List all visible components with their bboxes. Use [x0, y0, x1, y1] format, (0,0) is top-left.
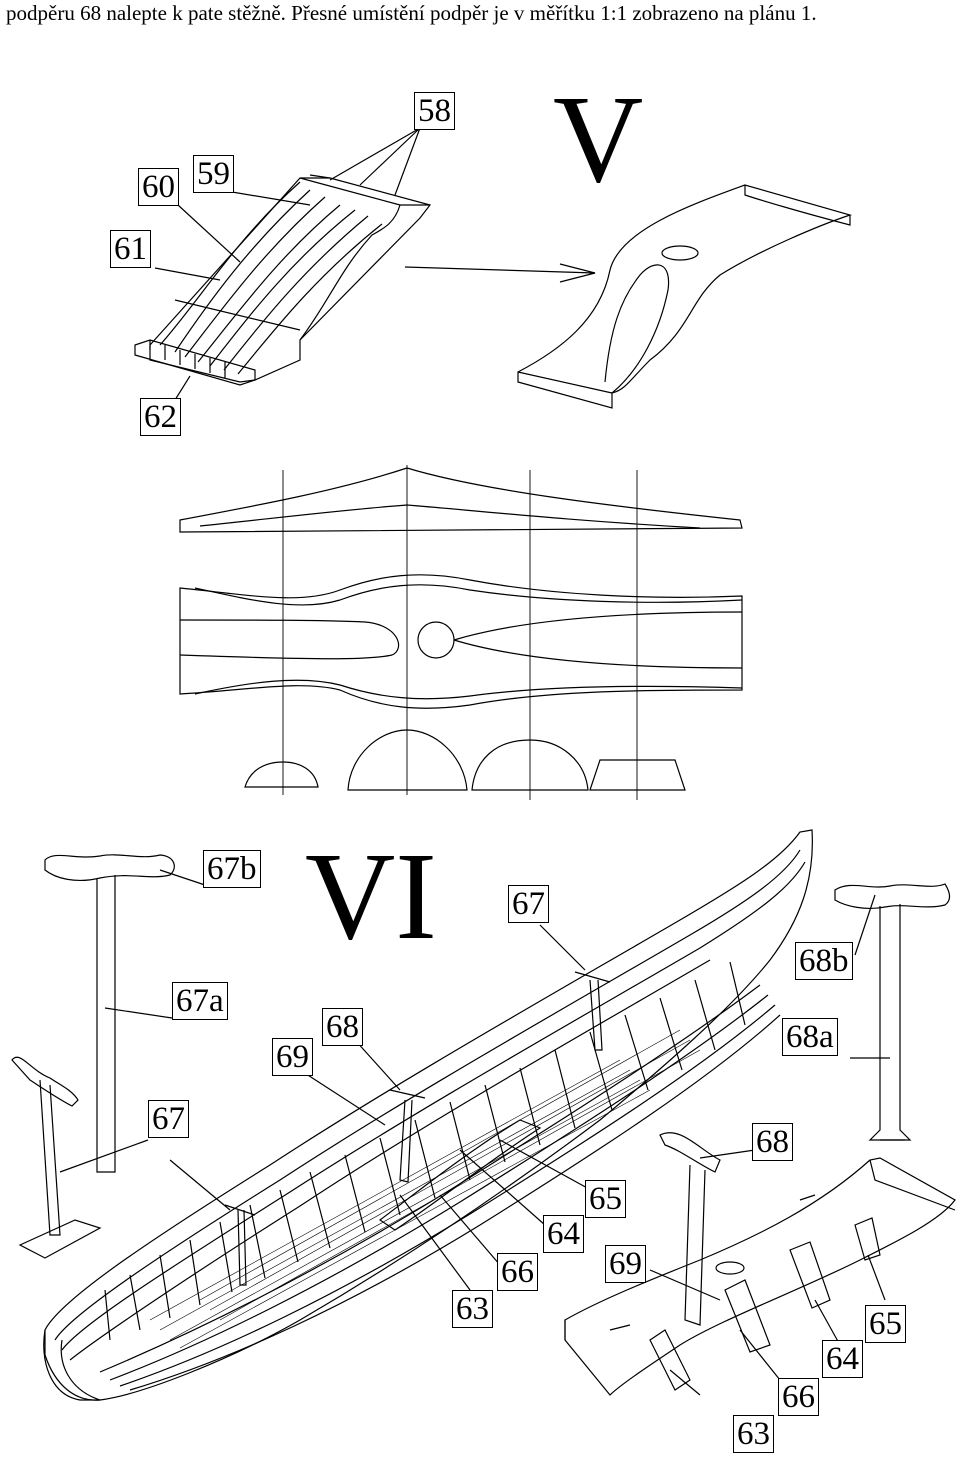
part-label-66-right: 66: [778, 1378, 819, 1416]
part-label-59: 59: [193, 155, 234, 193]
stanchion-67-drawing: [11, 854, 206, 1259]
section-vi-heading: VI: [305, 828, 437, 966]
part-label-63-mid: 63: [452, 1290, 493, 1328]
keel-detail-drawing: [564, 1132, 956, 1396]
part-label-67-left: 67: [148, 1100, 189, 1138]
intro-text: podpěru 68 nalepte k pate stěžně. Přesné…: [6, 1, 817, 25]
part-label-67-top: 67: [508, 885, 549, 923]
part-label-64-right: 64: [822, 1340, 863, 1378]
hull-drawing: [43, 829, 813, 1401]
part-label-61: 61: [110, 230, 151, 268]
part-label-65-right: 65: [865, 1305, 906, 1343]
orthographic-views: [179, 465, 743, 800]
part-label-67a: 67a: [172, 982, 228, 1020]
part-label-60: 60: [138, 168, 179, 206]
part-label-63-right: 63: [733, 1415, 774, 1453]
part-label-67b: 67b: [203, 850, 261, 888]
part-label-62: 62: [140, 398, 181, 436]
part-label-68-right: 68: [752, 1123, 793, 1161]
stanchion-68-drawing: [834, 883, 951, 1141]
section-v-heading: V: [553, 71, 644, 209]
part-label-68a: 68a: [782, 1018, 838, 1056]
part-label-66-mid: 66: [497, 1253, 538, 1291]
part-label-68b: 68b: [795, 942, 853, 980]
part-label-64-mid: 64: [543, 1215, 584, 1253]
part-label-69-mid: 69: [272, 1038, 313, 1076]
part-label-65-mid: 65: [585, 1180, 626, 1218]
laminated-block-drawing: [134, 127, 596, 401]
part-label-69-right: 69: [605, 1245, 646, 1283]
carved-step-drawing: [517, 184, 853, 409]
part-label-58: 58: [414, 92, 455, 130]
part-label-68-mid: 68: [322, 1008, 363, 1046]
